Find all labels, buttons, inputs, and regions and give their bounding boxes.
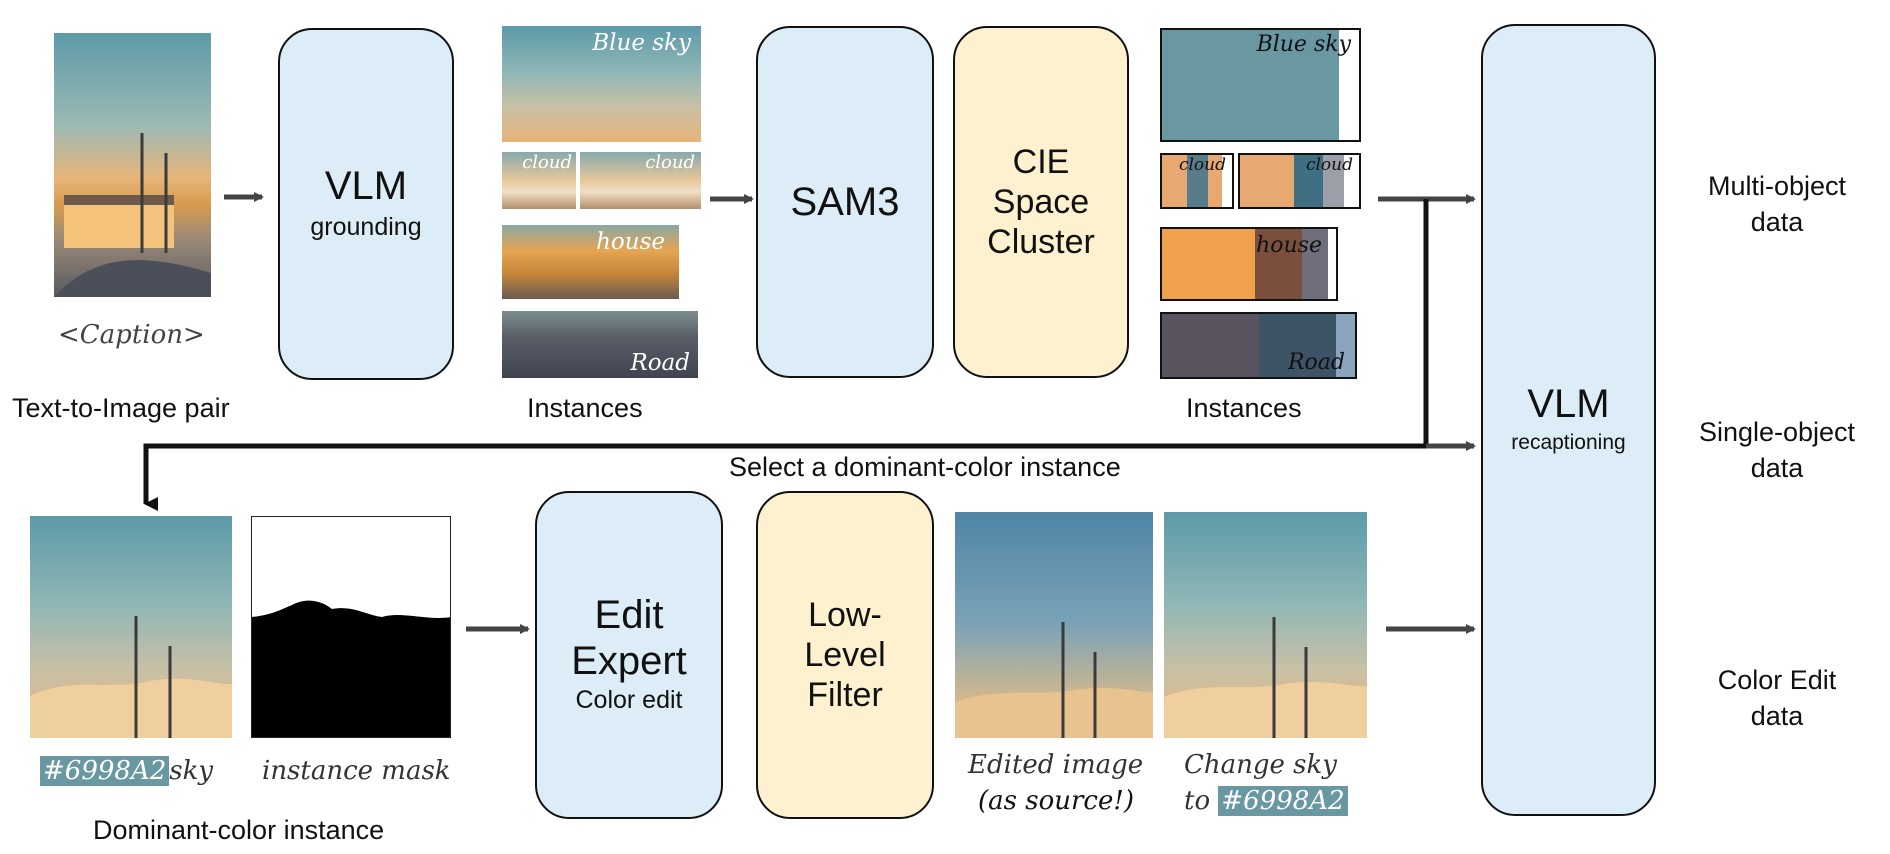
sam3-box: SAM3 [756, 26, 934, 378]
palette-swatch: house [1160, 227, 1338, 301]
instance-tag-road: Road [630, 350, 690, 376]
vlm-grounding-title: VLM [324, 164, 408, 208]
vlm-grounding-box: VLM grounding [278, 28, 454, 380]
cie-cluster-box: CIE Space Cluster [953, 26, 1129, 378]
edited-scene-sketch [955, 622, 1153, 738]
edit-expert-line-2: Expert [571, 639, 687, 683]
palette-swatch: Blue sky [1160, 28, 1361, 142]
arrow-select-instance [143, 443, 1426, 511]
dominant-color-instance-label: Dominant-color instance [93, 815, 385, 845]
change-hex-chip: #6998A2 [1218, 786, 1348, 816]
palette-segment [1328, 229, 1336, 299]
change-to-word: to [1184, 786, 1211, 816]
color-edit-line-2: data [1750, 701, 1804, 732]
instance-tag-sky: Blue sky [592, 30, 691, 56]
change-caption-line-2: to #6998A2 [1184, 786, 1348, 816]
palette-swatch-tag: Road [1287, 350, 1345, 375]
instance-crop-cloud-1: cloud [502, 152, 576, 209]
low-level-line-3: Filter [807, 676, 883, 714]
palette-segment [1222, 155, 1232, 207]
instance-mask-image [251, 516, 451, 738]
source-scene-sketch [54, 133, 211, 297]
color-edit-line-1: Color Edit [1717, 665, 1837, 695]
vlm-recaptioning-title: VLM [1527, 382, 1610, 427]
single-object-output: Single-object data [1684, 414, 1870, 487]
palette-segment [1339, 30, 1359, 140]
palette-segment [1301, 229, 1329, 299]
palette-segment [1240, 155, 1294, 207]
edited-caption-line-1: Edited image [968, 750, 1144, 780]
change-caption-line-1: Change sky [1184, 750, 1337, 780]
palette-swatch-tag: Blue sky [1256, 32, 1351, 57]
palette-swatch: cloud [1238, 153, 1361, 209]
cie-line-3: Cluster [987, 223, 1095, 261]
palette-segment [1208, 155, 1223, 207]
hex-chip: #6998A2 [40, 756, 170, 786]
palette-segment [1335, 314, 1355, 377]
palette-segment [1162, 155, 1188, 207]
low-level-filter-box: Low- Level Filter [756, 491, 934, 819]
dominant-instance-image [30, 516, 232, 738]
vlm-recaptioning-box: VLM recaptioning [1481, 24, 1656, 816]
edited-image [955, 512, 1153, 738]
edit-expert-line-1: Edit [594, 593, 664, 637]
instance-crop-cloud-2: cloud [580, 152, 701, 209]
single-object-line-2: data [1750, 453, 1804, 484]
palette-swatch: cloud [1160, 153, 1234, 209]
vlm-grounding-sub: grounding [310, 213, 422, 241]
palette-segment [1323, 155, 1344, 207]
instance-crop-road: Road [502, 311, 698, 378]
palette-segment [1162, 229, 1256, 299]
source-image [54, 33, 211, 297]
single-object-line-1: Single-object [1698, 417, 1856, 447]
cie-line-1: CIE [1012, 143, 1070, 181]
vlm-recaptioning-sub: recaptioning [1511, 431, 1626, 455]
instance-tag-cloud-2: cloud [645, 152, 695, 173]
color-edit-output: Color Edit data [1692, 662, 1862, 735]
palette-swatch-tag: house [1256, 233, 1322, 258]
edit-expert-box: Edit Expert Color edit [535, 491, 723, 819]
palette-swatch: Road [1160, 312, 1357, 379]
sky-word: sky [169, 756, 214, 786]
low-level-line-2: Level [804, 636, 886, 674]
mask-shape [252, 600, 450, 737]
low-level-line-1: Low- [808, 596, 882, 634]
palette-segment [1255, 229, 1302, 299]
instances-label-1: Instances [527, 393, 643, 423]
instance-crop-sky: Blue sky [502, 26, 701, 142]
palette-segment [1258, 314, 1336, 377]
cie-line-2: Space [992, 183, 1090, 221]
multi-object-output: Multi-object data [1692, 168, 1862, 241]
source-sky-sketch [1164, 617, 1367, 738]
source-sky-image [1164, 512, 1367, 738]
sam3-title: SAM3 [790, 180, 900, 224]
instance-tag-cloud-1: cloud [522, 152, 572, 173]
edit-expert-sub: Color edit [575, 686, 683, 714]
instance-mask-caption: instance mask [262, 756, 451, 786]
palette-segment [1187, 155, 1209, 207]
edited-caption-line-2: (as source!) [978, 786, 1134, 816]
instance-crop-house: house [502, 225, 679, 299]
palette-swatch-tag: cloud [1305, 155, 1353, 175]
instance-tag-house: house [596, 229, 665, 255]
palette-segment [1162, 30, 1340, 140]
palette-swatch-tag: cloud [1178, 155, 1226, 175]
caption-placeholder: <Caption> [58, 320, 205, 350]
palette-segment [1293, 155, 1324, 207]
multi-object-line-2: data [1750, 207, 1804, 238]
instances-label-2: Instances [1186, 393, 1302, 423]
palette-segment [1162, 314, 1259, 377]
palette-segment [1343, 155, 1359, 207]
select-dominant-label: Select a dominant-color instance [729, 452, 1121, 482]
dominant-scene-sketch [30, 616, 232, 738]
multi-object-line-1: Multi-object [1707, 171, 1847, 201]
text-image-pair-label: Text-to-Image pair [12, 393, 230, 423]
